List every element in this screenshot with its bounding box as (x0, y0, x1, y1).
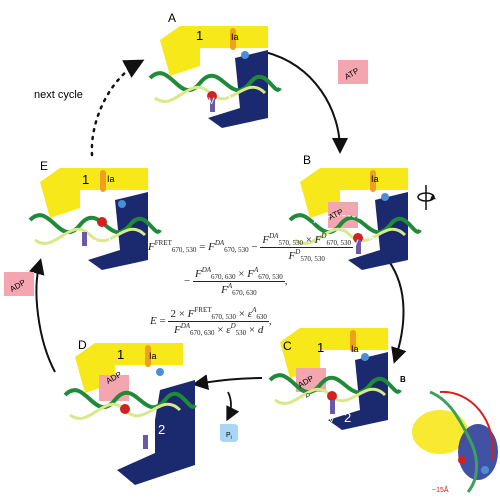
rotation-icon (417, 185, 436, 210)
fret-symbol: F (148, 241, 155, 254)
arrow-d-to-e (29, 258, 56, 373)
state-d-domain-1: 1 (117, 347, 124, 362)
d-symbol: d (257, 324, 264, 336)
domain-ia-marker (100, 170, 106, 192)
state-b-domain-2: 2 (368, 234, 375, 249)
dna-helix (288, 213, 422, 235)
arrow-b-to-c (387, 259, 407, 364)
state-a-domain-ia: Ia (231, 32, 239, 42)
inset-structure: B ~15Å (400, 375, 498, 494)
state-d-domain-ia: Ia (149, 351, 157, 361)
state-d (63, 343, 197, 485)
domain-2-navy (348, 192, 408, 270)
domain-1-yellow (160, 26, 268, 76)
arrow-pi-release (226, 391, 240, 422)
state-d-domain-iv: IV (140, 426, 149, 436)
domain-ia-marker (230, 28, 236, 50)
domain-iv-marker (356, 240, 361, 254)
state-b (288, 168, 422, 270)
state-c-domain-2: 2 (344, 410, 351, 425)
domain-ia-marker (145, 345, 151, 367)
fret-equation: FFRET670, 530 = FDA670, 530 − FDA570, 53… (148, 232, 353, 263)
dna-helix (148, 71, 282, 93)
red-label (97, 217, 107, 227)
domain-iv-marker (82, 232, 87, 246)
blue-label (241, 51, 249, 59)
e-symbol: E (150, 315, 157, 328)
bound-adp-box (99, 375, 129, 401)
fret-sup: FRET (154, 239, 172, 248)
arrow-c-to-d (192, 374, 263, 391)
blue-label (361, 353, 369, 361)
state-d-label: D (78, 338, 87, 352)
domain-2-navy (88, 192, 148, 270)
blue-label (118, 200, 126, 208)
inset-yellow-domain (412, 410, 468, 454)
blue-label (156, 368, 164, 376)
epsilon: ε (247, 308, 253, 320)
state-a-label: A (168, 11, 176, 25)
state-e-domain-ia: Ia (107, 174, 115, 184)
dna-helix (63, 388, 197, 410)
blue-label (381, 193, 389, 201)
arrow-a-to-b (264, 51, 348, 154)
domain-1-yellow (280, 328, 388, 378)
state-b-label: B (303, 153, 311, 167)
inset-red-arc (439, 390, 494, 461)
dna-strand (294, 227, 407, 245)
domain-ia-marker (370, 170, 376, 192)
state-c-label: C (283, 339, 292, 353)
domain-1-yellow (300, 168, 408, 218)
efficiency-equation: E = 2 × FFRET670, 530 × εA630 FDA670, 63… (150, 306, 272, 337)
inset-red-label (458, 456, 466, 464)
efficiency-fraction: 2 × FFRET670, 530 × εA630 FDA670, 630 × … (168, 306, 269, 337)
atp-in-box (338, 60, 368, 84)
domain-ia-marker (350, 330, 356, 352)
domain-1-yellow (40, 168, 148, 218)
state-e-label: E (40, 159, 48, 173)
factor-two: 2 × (170, 308, 185, 320)
pi-release-badge (220, 424, 238, 442)
inset-distance: ~15Å (432, 485, 449, 494)
state-e-domain-iv: IV (88, 238, 97, 248)
next-cycle-label: next cycle (34, 89, 83, 101)
fret-sub: 670, 530 (171, 246, 197, 255)
fret-fraction-2: FDA670, 630 × FA670, 530 FA670, 630 (192, 266, 285, 297)
state-a (148, 26, 282, 128)
domain-iv-marker (210, 98, 215, 112)
state-b-domain-iv: IV (350, 238, 359, 248)
domain-2-navy (208, 50, 268, 128)
inset-blue-label (481, 466, 489, 474)
state-c-domain-iv: IV (326, 414, 335, 424)
arrow-e-to-a (90, 59, 145, 157)
red-label (120, 404, 130, 414)
state-e (28, 168, 162, 270)
state-a-domain-iv: IV (206, 96, 215, 106)
state-a-domain-2: 2 (224, 92, 231, 107)
inset-dna-helix (429, 390, 478, 493)
state-a-domain-1: 1 (196, 28, 203, 43)
state-c (268, 328, 402, 430)
red-label (327, 391, 337, 401)
state-c-domain-1: 1 (317, 340, 324, 355)
domain-2-navy (328, 352, 388, 430)
state-c-pi: P (306, 394, 310, 400)
domain-iv-marker (143, 435, 148, 449)
state-d-domain-2: 2 (158, 422, 165, 437)
state-e-domain-2: 2 (104, 234, 111, 249)
closure-path (309, 214, 366, 227)
fret-equation-line2: − FDA670, 630 × FA670, 530 FA670, 630 , (184, 266, 288, 297)
adp-out-box (4, 272, 34, 296)
dna-strand (34, 227, 147, 245)
inset-label: B (400, 375, 406, 384)
dna-helix (268, 373, 402, 395)
state-e-domain-1: 1 (82, 172, 89, 187)
fret-fraction-1: FDA570, 530 × FD670, 530 FD570, 530 (260, 232, 353, 263)
pi-release-label: Pi (226, 432, 232, 441)
state-b-domain-ia: Ia (371, 174, 379, 184)
domain-iv-marker (330, 400, 335, 414)
state-c-domain-ia: Ia (351, 344, 359, 354)
